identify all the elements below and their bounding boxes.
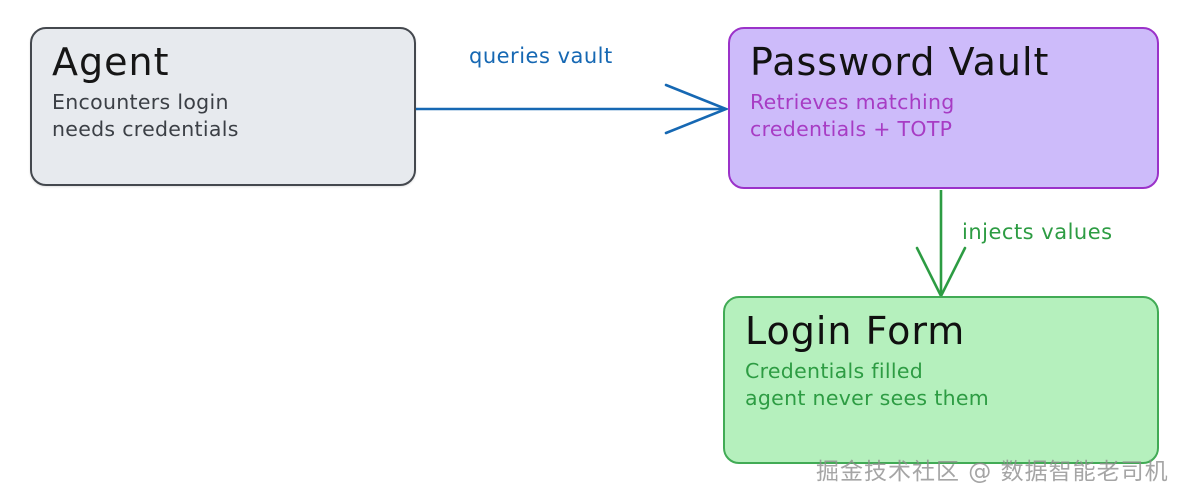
edge-agent-to-vault (416, 83, 730, 135)
edge-label-queries-vault: queries vault (469, 44, 613, 68)
node-login-form-subtitle: Credentials filled agent never sees them (745, 358, 1137, 413)
node-agent-title: Agent (52, 40, 170, 84)
node-login-form-subtitle-line-2: agent never sees them (745, 386, 990, 411)
node-password-vault[interactable]: Password Vault Retrieves matching creden… (728, 27, 1159, 189)
node-login-form-subtitle-line-1: Credentials filled (745, 358, 924, 383)
node-login-form-title: Login Form (745, 309, 966, 353)
edge-agent-to-vault-arrowhead (664, 83, 730, 135)
edge-vault-to-login-arrowhead (915, 246, 967, 299)
node-agent-subtitle-line-2: needs credentials (52, 117, 239, 142)
node-password-vault-title: Password Vault (750, 40, 1050, 84)
node-agent-subtitle-line-1: Encounters login (52, 89, 229, 114)
node-password-vault-subtitle-line-2: credentials + TOTP (750, 117, 953, 142)
edge-label-injects-values: injects values (962, 220, 1113, 244)
node-login-form[interactable]: Login Form Credentials filled agent neve… (723, 296, 1159, 464)
node-password-vault-subtitle-line-1: Retrieves matching (750, 89, 955, 114)
watermark-text: 掘金技术社区 @ 数据智能老司机 (816, 459, 1169, 485)
node-agent-subtitle: Encounters login needs credentials (52, 89, 394, 144)
edge-vault-to-login (915, 190, 967, 299)
node-password-vault-subtitle: Retrieves matching credentials + TOTP (750, 89, 1137, 144)
node-agent[interactable]: Agent Encounters login needs credentials (30, 27, 416, 186)
